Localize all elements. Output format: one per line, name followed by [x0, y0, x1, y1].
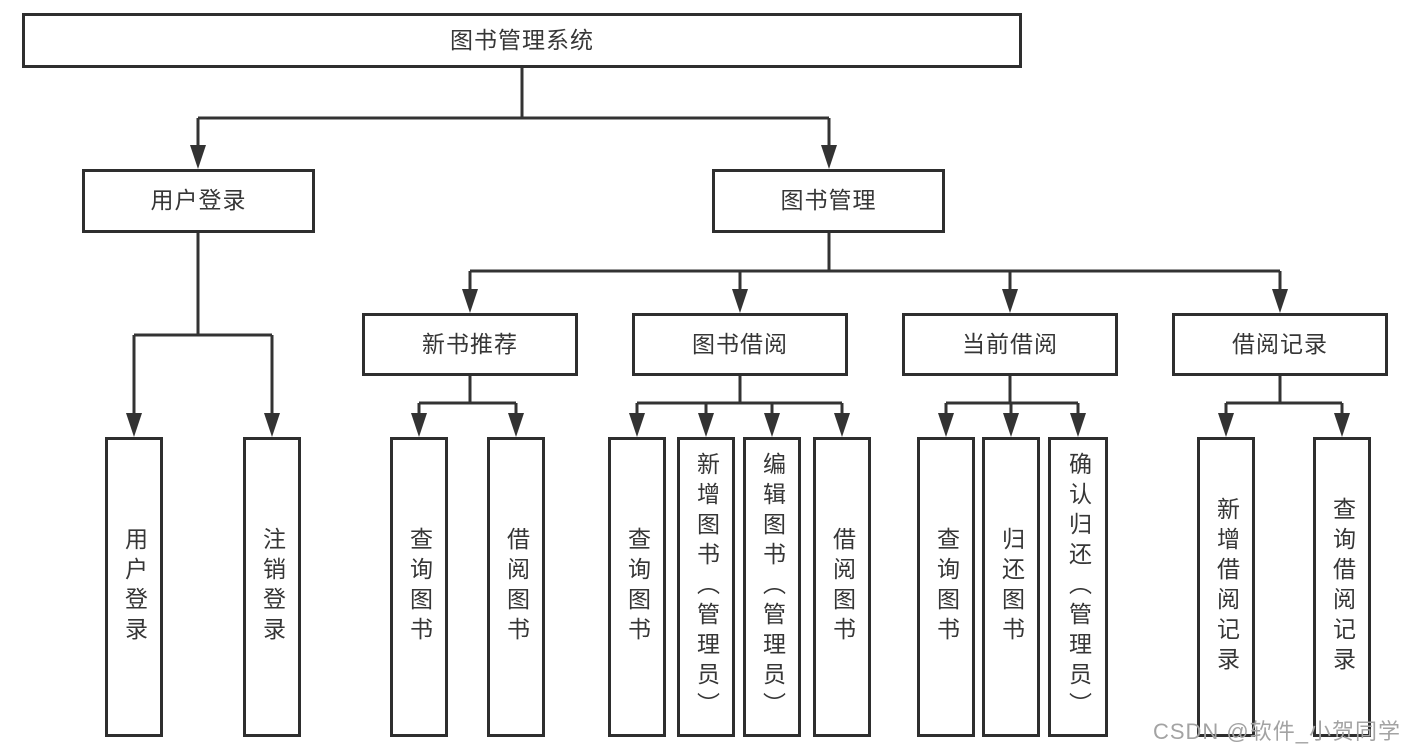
node-book-management: 图书管理	[712, 169, 945, 233]
arrowheads-current-borrow	[938, 413, 1086, 437]
leaf-user-login: 用户登录	[105, 437, 163, 737]
csdn-watermark: CSDN @软件_小贺同学	[1152, 719, 1401, 744]
arrowheads-borrow-records	[1218, 413, 1350, 437]
arrowheads-user-login	[126, 413, 280, 437]
leaf-add-borrow-record: 新增借阅记录	[1197, 437, 1255, 737]
node-current-borrowing: 当前借阅	[902, 313, 1118, 376]
node-book-borrowing: 图书借阅	[632, 313, 848, 376]
connector-user-login	[132, 233, 274, 415]
connector-root	[196, 68, 831, 147]
leaf-query-books-2: 查询图书	[608, 437, 666, 737]
leaf-logout: 注销登录	[243, 437, 301, 737]
leaf-query-borrow-record: 查询借阅记录	[1313, 437, 1371, 737]
arrowheads-book-mgmt	[462, 289, 1288, 313]
leaf-query-books-1: 查询图书	[390, 437, 448, 737]
connector-book-borrow	[635, 376, 844, 415]
leaf-edit-books-admin: 编辑图书（管理员）	[743, 437, 801, 737]
connector-new-books	[417, 376, 518, 415]
leaf-return-books: 归还图书	[982, 437, 1040, 737]
arrowheads-new-books	[411, 413, 524, 437]
arrowheads-root	[190, 145, 837, 169]
node-borrowing-records: 借阅记录	[1172, 313, 1388, 376]
connector-current-borrow	[944, 376, 1080, 415]
leaf-borrow-books-2: 借阅图书	[813, 437, 871, 737]
leaf-add-books-admin: 新增图书（管理员）	[677, 437, 735, 737]
arrowheads-book-borrow	[629, 413, 850, 437]
leaf-borrow-books-1: 借阅图书	[487, 437, 545, 737]
leaf-confirm-return-admin: 确认归还（管理员）	[1048, 437, 1108, 737]
node-user-login-group: 用户登录	[82, 169, 315, 233]
node-system-root: 图书管理系统	[22, 13, 1022, 68]
node-new-book-recommend: 新书推荐	[362, 313, 578, 376]
connector-book-mgmt	[468, 233, 1282, 291]
leaf-query-books-3: 查询图书	[917, 437, 975, 737]
connector-borrow-records	[1224, 376, 1344, 415]
